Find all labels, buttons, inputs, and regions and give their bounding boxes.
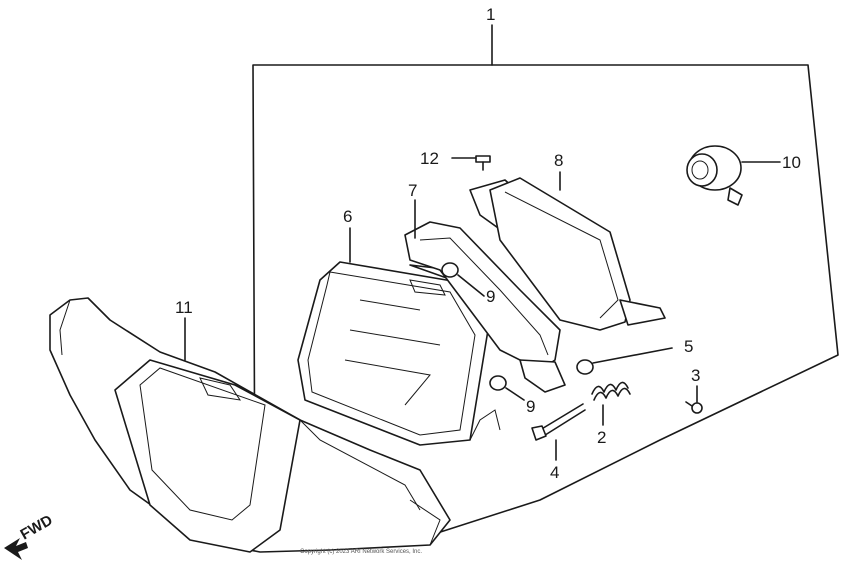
fwd-label: FWD <box>18 512 56 544</box>
callout-2: 2 <box>597 428 606 447</box>
callout-9b: 9 <box>526 397 535 416</box>
callout-1: 1 <box>486 5 495 24</box>
callout-12: 12 <box>420 149 439 168</box>
leader-9b <box>505 387 525 401</box>
callout-4: 4 <box>550 463 559 482</box>
callout-5: 5 <box>684 337 693 356</box>
assembly-boundary <box>252 64 839 546</box>
part-2-spring <box>591 381 631 401</box>
part-4-adjusting-bolt <box>531 403 586 441</box>
callout-6: 6 <box>343 207 352 226</box>
callout-9a: 9 <box>486 287 495 306</box>
callout-8: 8 <box>554 151 563 170</box>
part-12-screw <box>475 155 491 171</box>
part-5-nut <box>576 359 594 375</box>
copyright-notice: Copyright (c) 2023 ARI Network Services,… <box>300 549 423 555</box>
callout-10: 10 <box>782 153 801 172</box>
leader-5 <box>592 347 673 364</box>
callout-7: 7 <box>408 181 417 200</box>
part-9-nut-lower <box>489 375 507 391</box>
fwd-arrow-icon <box>4 538 28 560</box>
callout-11: 11 <box>175 298 193 317</box>
part-3-screw <box>685 401 703 414</box>
leader-9a <box>457 274 485 297</box>
part-8-headlight-rim <box>489 177 666 331</box>
part-10-socket-cap <box>686 145 743 206</box>
part-11-headlight-cowl <box>49 297 451 553</box>
part-9-nut-upper <box>441 262 459 278</box>
callout-3: 3 <box>691 366 700 385</box>
